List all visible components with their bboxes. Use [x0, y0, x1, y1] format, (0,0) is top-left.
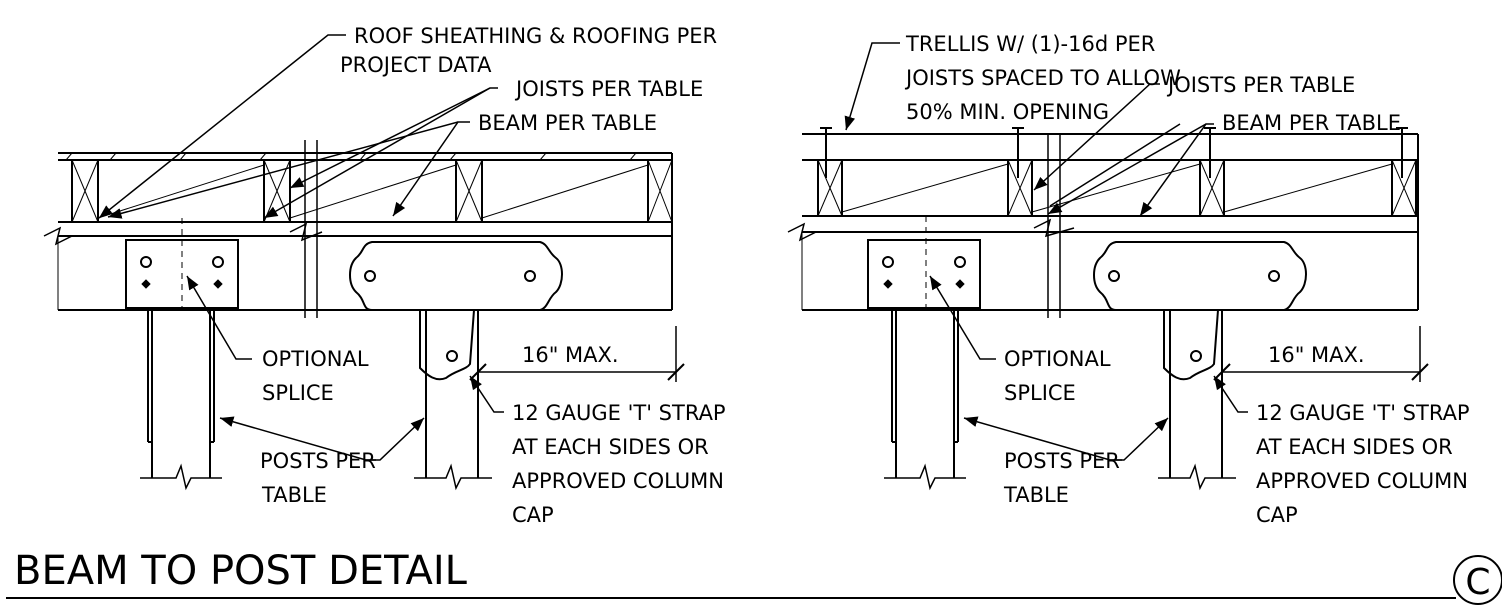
left-leaders [98, 34, 504, 461]
right-label-joists: JOISTS PER TABLE [1166, 73, 1355, 97]
right-label-dimension: 16" MAX. [1268, 343, 1365, 367]
left-label-posts-line2: TABLE [261, 483, 327, 507]
right-trellis [802, 127, 1419, 310]
right-beam [787, 134, 1418, 318]
right-label-posts-line2: TABLE [1003, 483, 1069, 507]
left-label-joists: JOISTS PER TABLE [514, 77, 703, 101]
right-label-trellis-line2: JOISTS SPACED TO ALLOW [904, 66, 1181, 90]
left-label-strap-line4: CAP [512, 503, 554, 527]
right-label-trellis-line1: TRELLIS W/ (1)-16d PER [905, 32, 1155, 56]
left-label-strap-line3: APPROVED COLUMN [512, 469, 724, 493]
left-joists [58, 153, 673, 310]
detail-title: BEAM TO POST DETAIL [14, 548, 468, 594]
title-block: BEAM TO POST DETAIL C [6, 548, 1502, 605]
right-label-strap-line3: APPROVED COLUMN [1256, 469, 1468, 493]
right-label-strap-line1: 12 GAUGE 'T' STRAP [1256, 401, 1470, 425]
right-splice-plate [867, 216, 981, 310]
detail-marker-circle [1453, 555, 1502, 605]
right-t-strap [1064, 241, 1418, 381]
left-label-roof-line2: PROJECT DATA [340, 53, 492, 77]
left-label-beam: BEAM PER TABLE [478, 111, 657, 135]
right-label-strap-line4: CAP [1256, 503, 1298, 527]
left-beam [43, 140, 672, 318]
left-t-strap [320, 241, 672, 381]
right-label-posts-line1: POSTS PER [1004, 449, 1120, 473]
left-roof-sheathing [58, 152, 672, 161]
left-label-strap-line1: 12 GAUGE 'T' STRAP [512, 401, 726, 425]
left-post-a [140, 310, 222, 491]
right-label-trellis-line3: 50% MIN. OPENING [906, 100, 1109, 124]
left-label-splice-line2: SPLICE [262, 381, 334, 405]
left-detail [43, 34, 685, 491]
right-leaders [844, 42, 1248, 461]
detail-marker-letter: C [1465, 562, 1490, 603]
left-label-roof-line1: ROOF SHEATHING & ROOFING PER [354, 24, 717, 48]
left-labels: ROOF SHEATHING & ROOFING PER PROJECT DAT… [260, 24, 726, 527]
left-splice-plate [125, 218, 239, 310]
left-label-dimension: 16" MAX. [522, 343, 619, 367]
right-detail [787, 42, 1429, 491]
left-label-splice-line1: OPTIONAL [262, 347, 369, 371]
right-post-b [1158, 310, 1236, 491]
right-label-beam: BEAM PER TABLE [1222, 111, 1401, 135]
left-label-strap-line2: AT EACH SIDES OR [512, 435, 709, 459]
right-post-a [884, 310, 966, 491]
right-labels: TRELLIS W/ (1)-16d PER JOISTS SPACED TO … [904, 32, 1470, 527]
right-label-splice-line1: OPTIONAL [1004, 347, 1111, 371]
right-label-strap-line2: AT EACH SIDES OR [1256, 435, 1453, 459]
left-post-b [414, 310, 492, 491]
left-label-posts-line1: POSTS PER [260, 449, 376, 473]
right-label-splice-line2: SPLICE [1004, 381, 1076, 405]
